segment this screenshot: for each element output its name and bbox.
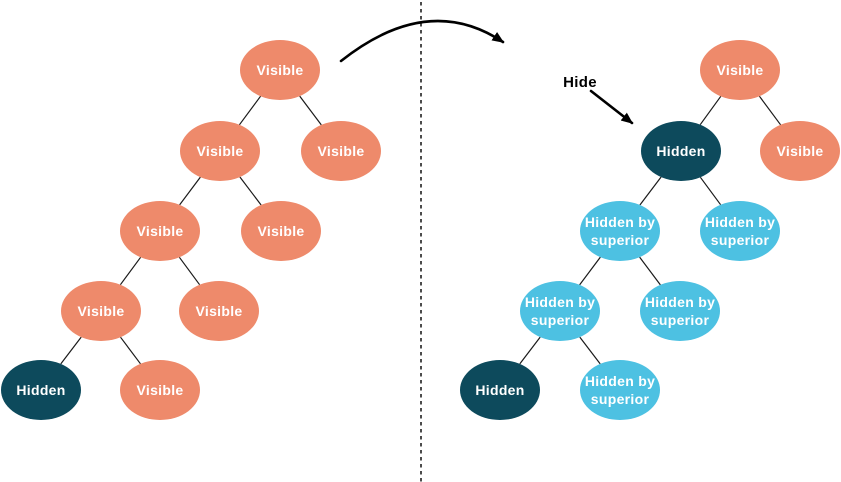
node-ellipse	[1, 360, 81, 420]
tree-edge	[238, 95, 262, 126]
node-ellipse	[520, 281, 600, 341]
node-ellipse	[240, 40, 320, 100]
node-ellipse	[700, 40, 780, 100]
tree-node-visible: Visible	[760, 121, 840, 181]
tree-node-visible: Visible	[241, 201, 321, 261]
transform-arrow-icon	[339, 19, 505, 63]
node-ellipse	[61, 281, 141, 341]
node-ellipse	[460, 360, 540, 420]
tree-node-visible: Visible	[120, 360, 200, 420]
tree-edge	[519, 336, 541, 365]
node-label: Visible	[196, 303, 243, 319]
hide-label: Hide	[563, 74, 597, 91]
tree-node-hidden: Hidden	[1, 360, 81, 420]
node-label: Visible	[137, 223, 184, 239]
node-label: Visible	[137, 382, 184, 398]
node-ellipse	[700, 201, 780, 261]
tree-edge	[178, 256, 201, 286]
tree-edge	[299, 95, 322, 126]
node-ellipse	[580, 201, 660, 261]
node-ellipse	[640, 281, 720, 341]
node-ellipse	[301, 121, 381, 181]
tree-edge	[639, 256, 661, 286]
node-label: Visible	[318, 143, 365, 159]
node-label: Visible	[258, 223, 305, 239]
hide-annotation: Hide	[563, 74, 634, 125]
node-label: Visible	[777, 143, 824, 159]
node-ellipse	[180, 121, 260, 181]
tree-edge	[639, 176, 662, 206]
tree-edge	[60, 336, 82, 365]
tree-node-hidden: Hidden	[641, 121, 721, 181]
tree-edge	[119, 256, 142, 286]
tree-edge	[699, 95, 722, 126]
node-ellipse	[120, 360, 200, 420]
node-ellipse	[120, 201, 200, 261]
node-label: Visible	[197, 143, 244, 159]
tree-edge	[699, 176, 722, 206]
node-ellipse	[179, 281, 259, 341]
tree-edge	[120, 336, 141, 365]
tree-edge	[758, 95, 782, 126]
node-label: Hidden	[16, 382, 65, 398]
tree-node-visible: Visible	[179, 281, 259, 341]
tree-edge	[239, 176, 262, 206]
node-label: Hidden	[475, 382, 524, 398]
tree-node-visible: Visible	[240, 40, 320, 100]
tree-node-visible: Visible	[61, 281, 141, 341]
tree-edge	[179, 176, 201, 206]
tree-node-hidden: Hidden	[460, 360, 540, 420]
node-ellipse	[760, 121, 840, 181]
node-label: Visible	[78, 303, 125, 319]
node-ellipse	[641, 121, 721, 181]
tree-node-visible: Visible	[180, 121, 260, 181]
node-ellipse	[580, 360, 660, 420]
tree-node-visible: Visible	[700, 40, 780, 100]
tree-edge	[579, 336, 601, 365]
hide-arrow-icon	[589, 89, 634, 125]
node-ellipse	[241, 201, 321, 261]
tree-edge	[579, 256, 601, 286]
node-label: Hidden	[656, 143, 705, 159]
node-label: Visible	[717, 62, 764, 78]
tree-node-visible: Visible	[120, 201, 200, 261]
tree-node-visible: Visible	[301, 121, 381, 181]
node-label: Visible	[257, 62, 304, 78]
